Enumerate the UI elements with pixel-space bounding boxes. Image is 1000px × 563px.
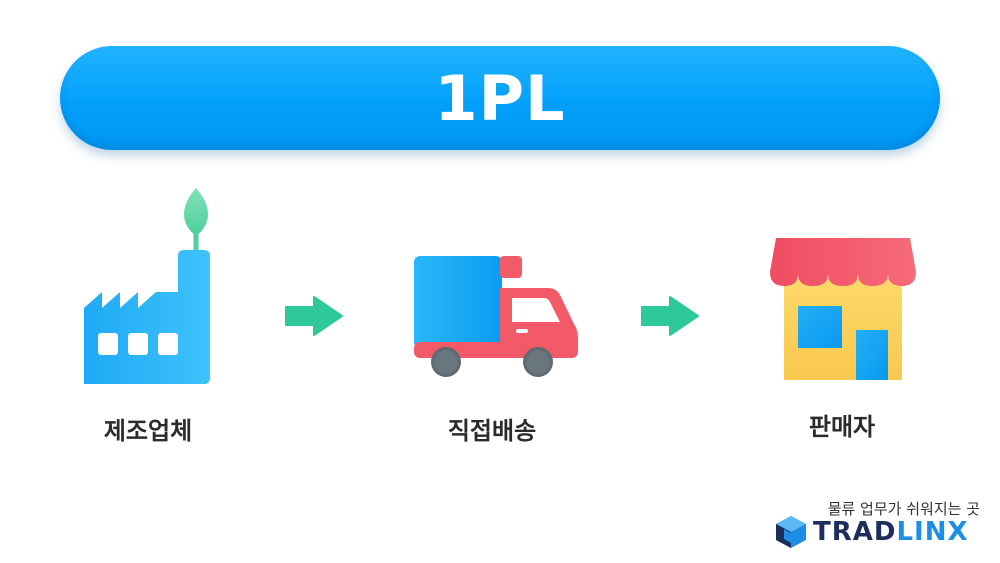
truck-icon <box>414 256 578 377</box>
cube-logo-icon <box>776 516 806 548</box>
arrow-right-icon <box>285 296 343 336</box>
title-banner: 1PL <box>60 46 940 150</box>
arrow-right-icon <box>641 296 699 336</box>
node-label-manufacturer: 제조업체 <box>103 417 193 445</box>
brand-logo: TRADLINX <box>775 514 969 550</box>
node-label-direct-delivery: 직접배송 <box>447 417 537 445</box>
banner-title: 1PL <box>434 62 566 135</box>
factory-icon <box>84 188 210 384</box>
store-icon <box>770 238 916 380</box>
node-label-seller: 판매자 <box>808 413 876 441</box>
brand-name-linx: LINX <box>896 517 969 547</box>
brand-tagline: 물류 업무가 쉬워지는 곳 <box>827 500 980 518</box>
brand-name-trad: TRAD <box>813 517 897 547</box>
